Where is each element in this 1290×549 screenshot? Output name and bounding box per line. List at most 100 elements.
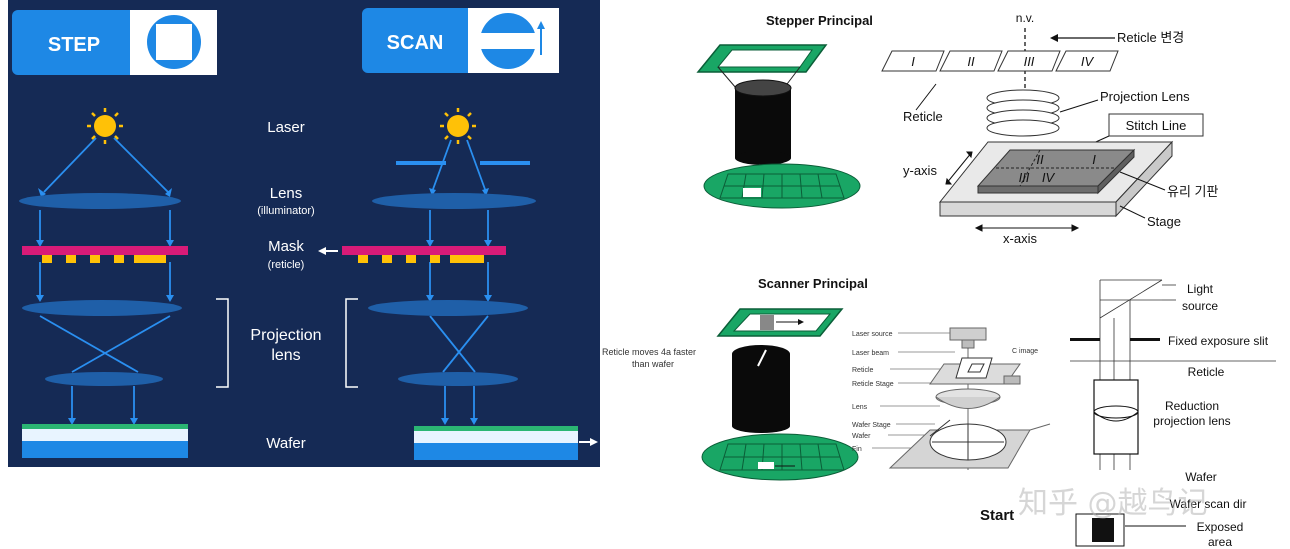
scan-mask-pattern (358, 255, 484, 263)
stepper-reticle-plate (696, 44, 828, 89)
watermark: 知乎 @越鸟记 (1018, 486, 1208, 521)
x-axis-arrow (974, 224, 1080, 232)
step-light-rays (39, 137, 171, 422)
label-wafer: Wafer (266, 435, 305, 452)
scanner-part: Laser source (852, 331, 893, 338)
plate-mark: II (1036, 152, 1044, 167)
start-label: Start (980, 507, 1014, 524)
tile-3: III (1024, 54, 1035, 69)
scanner-part: Reticle (852, 367, 874, 374)
scan-slit-left (396, 161, 446, 165)
mask-left-arrow (318, 247, 338, 255)
reticle-tiles: I II III IV (881, 50, 1119, 72)
label-laser: Laser (267, 119, 305, 136)
scan-wafer-arrow (579, 438, 598, 446)
tile-4: IV (1081, 54, 1095, 69)
scanner-title: Scanner Principal (758, 276, 868, 291)
scanner-wafer (701, 433, 859, 481)
scan-projection-lens-lower (398, 372, 518, 386)
plate-mark: IV (1042, 170, 1056, 185)
light-source-2: source (1182, 299, 1218, 313)
step-illuminator-lens (19, 193, 181, 209)
step-scan-diagram: STEP SCAN (12, 8, 598, 460)
wafer-scan-dir: Wafer scan dir (1170, 497, 1247, 511)
reticle-arrow (1050, 34, 1115, 42)
stepper-title: Stepper Principal (766, 13, 873, 28)
tile-2: II (967, 54, 975, 69)
scanner-optics-stack (888, 327, 1051, 470)
scanner-reticle-plate (716, 308, 844, 337)
tile-1: I (911, 54, 915, 69)
reticle-pointer (915, 83, 937, 111)
plate-mark: I (1092, 152, 1096, 167)
scanner-part: Laser beam (852, 350, 889, 357)
label-lens: Lens (270, 185, 303, 202)
c-image-label: C image (1012, 348, 1038, 355)
stepper-scanner-diagram: Stepper Principal n.v. Reticle (602, 11, 1276, 549)
reticle-change-label: Reticle 변경 (1117, 30, 1184, 45)
x-axis-label: x-axis (1003, 231, 1037, 246)
stage-label: Stage (1147, 214, 1181, 229)
projection-lens-stack (986, 89, 1060, 137)
glass-substrate (976, 148, 1136, 195)
glass-label: 유리 기판 (1167, 184, 1218, 199)
scanner-part: Wafer (852, 433, 871, 440)
wafer-label-2: Wafer (1185, 470, 1217, 484)
scan-wafer-layer (414, 431, 578, 443)
step-arrowheads (36, 188, 174, 425)
step-wafer-substrate (22, 441, 188, 458)
sun-icon (87, 108, 123, 144)
step-wafer-resist (22, 424, 188, 429)
scan-illuminator-lens (372, 193, 536, 209)
label-mask-sub: (reticle) (268, 259, 305, 271)
stitch-line-label: Stitch Line (1126, 118, 1187, 133)
step-label: STEP (48, 34, 100, 56)
label-projection-1: Projection (250, 327, 321, 344)
scanner-lens-cylinder (732, 345, 790, 433)
scan-mask (342, 246, 506, 255)
reticle-label-2: Reticle (1188, 365, 1225, 379)
step-mask (22, 246, 188, 255)
scanner-part-labels: Laser source Laser beam Reticle Reticle … (852, 331, 894, 453)
scan-projection-lens-upper (368, 300, 528, 316)
light-source-1: Light (1187, 282, 1214, 296)
scan-wafer-substrate (414, 443, 578, 460)
step-wafer-layer (22, 429, 188, 441)
step-projection-lens-upper (22, 300, 182, 316)
scan-icon (480, 13, 545, 69)
stitch-line-box (1108, 113, 1204, 137)
y-axis-label: y-axis (903, 163, 937, 178)
scanner-part: Wafer Stage (852, 422, 891, 429)
scanner-part: Reticle Stage (852, 381, 894, 388)
scan-light-rays (429, 139, 489, 422)
projection-brackets (216, 298, 358, 388)
scan-wafer-resist (414, 426, 578, 431)
scan-label: SCAN (387, 32, 444, 54)
reduction-1: Reduction (1165, 399, 1219, 413)
step-mask-pattern (42, 255, 166, 263)
step-icon (147, 15, 201, 69)
step-scan-panel: STEP SCAN (8, 0, 600, 467)
plate-marks: II I III IV (1019, 152, 1097, 185)
exposed-1: Exposed (1197, 520, 1244, 534)
scanner-part: Fin (852, 446, 862, 453)
light-source-arrows (1162, 284, 1176, 301)
stage-pointer (1119, 205, 1146, 219)
scan-slit-right (480, 161, 530, 165)
step-projection-lens-lower (45, 372, 163, 386)
stepper-wafer (703, 163, 861, 209)
label-lens-sub: (illuminator) (257, 205, 314, 217)
reticle-note-2: than wafer (632, 359, 674, 369)
exposed-2: area (1208, 535, 1232, 549)
projection-lens-pointer (1059, 99, 1099, 113)
scan-arrowheads (426, 188, 492, 425)
reduction-2: projection lens (1153, 414, 1230, 428)
projection-lens-label: Projection Lens (1100, 89, 1190, 104)
fixed-slit-label: Fixed exposure slit (1168, 334, 1269, 348)
glass-pointer (1119, 171, 1166, 191)
reticle-label: Reticle (903, 109, 943, 124)
reticle-note-1: Reticle moves 4a faster (602, 347, 696, 357)
plate-mark: III (1019, 170, 1030, 185)
sun-icon (440, 108, 476, 144)
label-mask: Mask (268, 238, 304, 255)
